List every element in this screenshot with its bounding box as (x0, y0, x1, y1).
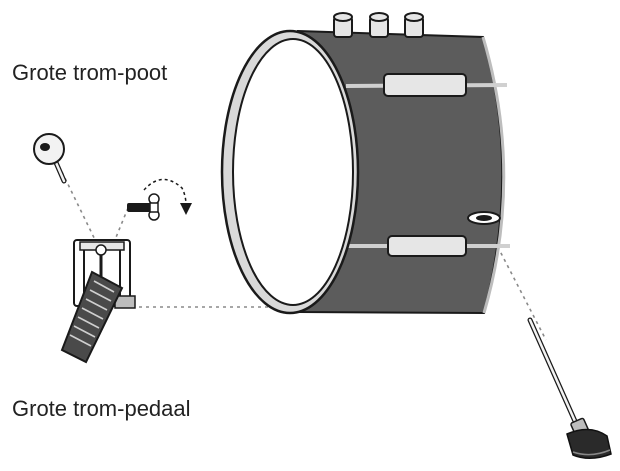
beater-icon (33, 133, 67, 184)
lower-tension-rod (346, 235, 510, 257)
label-bass-drum-leg: Grote trom-poot (12, 60, 168, 85)
lower-lug (387, 235, 467, 257)
pedal-footboard (60, 270, 124, 364)
leg-mount-socket (467, 211, 501, 225)
spur-foot (566, 428, 612, 459)
top-knobs (333, 12, 424, 38)
spur-leg-icon (527, 317, 612, 459)
upper-tension-rod (345, 73, 508, 97)
bass-drum-icon (220, 12, 510, 315)
drum-back-rim (481, 36, 506, 314)
pedal-icon (60, 239, 136, 364)
label-bass-drum-pedal: Grote trom-pedaal (12, 396, 191, 421)
beater-guide-line (61, 171, 101, 251)
drum-head (232, 38, 354, 306)
screw-guide-line (109, 207, 129, 253)
upper-lug (383, 73, 467, 97)
rotate-arrow-icon (143, 178, 192, 215)
wing-screw-icon (127, 193, 160, 221)
